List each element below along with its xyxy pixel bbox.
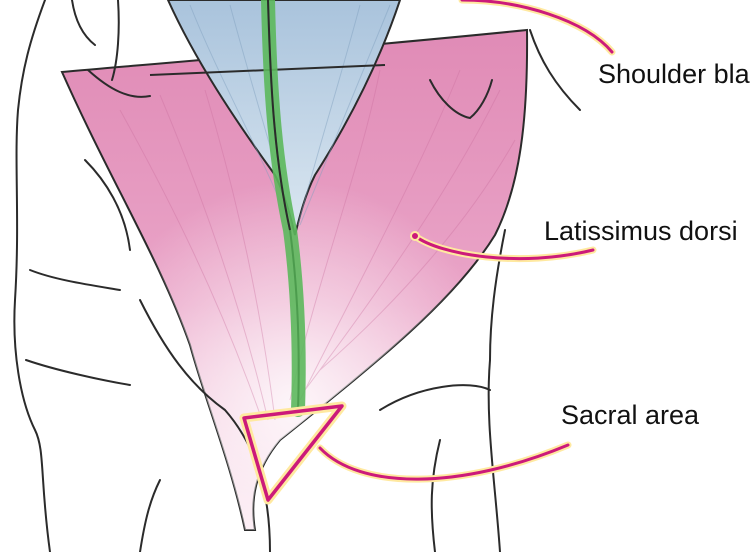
callout-line-sacral-area xyxy=(316,441,572,483)
callout-line-latissimus-dorsi xyxy=(410,231,597,263)
callout-line-shoulder-blade xyxy=(458,0,616,56)
spine xyxy=(261,0,306,417)
sacral-triangle xyxy=(239,401,347,505)
label-latissimus-dorsi: Latissimus dorsi xyxy=(544,216,738,246)
label-shoulder-blade: Shoulder bla xyxy=(598,59,750,89)
label-sacral-area: Sacral area xyxy=(561,400,700,430)
body-outline xyxy=(13,0,581,552)
callout-dot xyxy=(410,231,420,241)
